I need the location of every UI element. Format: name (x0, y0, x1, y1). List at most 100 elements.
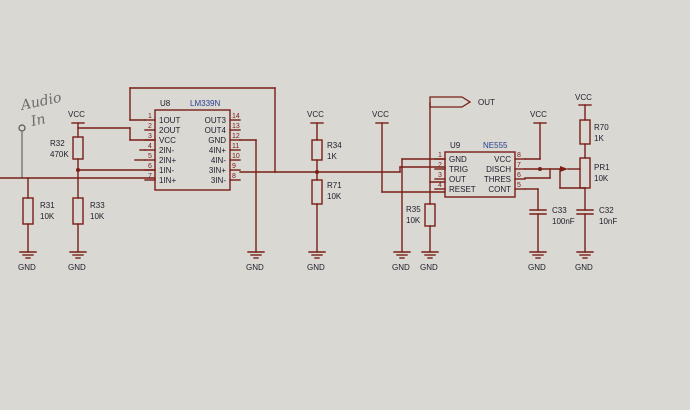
c32-value: 10nF (599, 217, 617, 226)
u8-pin-name: 1IN+ (159, 176, 176, 185)
out-port-flag (429, 96, 472, 108)
u9-pin-number: 5 (517, 182, 521, 189)
ground-c32 (576, 251, 594, 259)
u9-pin-5: 5 CONT (488, 182, 526, 194)
ground-r31 (19, 251, 37, 259)
u8-pin-name: GND (208, 136, 226, 145)
u9-pin-number: 6 (517, 172, 521, 179)
u8-pin-number: 8 (232, 173, 236, 180)
u8-pin-number: 11 (232, 143, 239, 150)
vcc-label-r34: VCC (307, 110, 324, 119)
u9-pin-6: 6 THRES (484, 172, 526, 184)
u9-pin-number: 8 (517, 152, 521, 159)
u8-pin-name: 1OUT (159, 116, 180, 125)
c33-value: 100nF (552, 217, 575, 226)
r31-ref: R31 (40, 201, 55, 210)
u8-pin-name: 3IN- (211, 176, 226, 185)
gnd-label-c32: GND (575, 263, 593, 272)
gnd-label-r33: GND (68, 263, 86, 272)
u8-pin-6: 6 1IN- (144, 163, 174, 175)
u9-pin-name: GND (449, 155, 467, 164)
r71-value: 10K (327, 192, 342, 201)
u8-pin-number: 9 (232, 163, 236, 170)
u8-pin-name: 3IN+ (209, 166, 226, 175)
u9-pin-name: CONT (488, 185, 511, 194)
r70-ref: R70 (594, 123, 609, 132)
capacitor-c33: C33 100nF (529, 206, 575, 253)
u8-pin-number: 6 (148, 163, 152, 170)
u8-pin-name: 4IN+ (209, 146, 226, 155)
u8-pin-number: 7 (148, 173, 152, 180)
pr1-value: 10K (594, 174, 609, 183)
u9-part: NE555 (483, 141, 508, 150)
u9-pin-name: RESET (449, 185, 476, 194)
c33-ref: C33 (552, 206, 567, 215)
u8-pin-2: 2 2OUT (144, 123, 180, 135)
u8-pin-number: 12 (232, 133, 240, 140)
u8-pin-name: 2IN+ (159, 156, 176, 165)
out-label: OUT (478, 98, 495, 107)
u9-pin-number: 2 (438, 162, 442, 169)
ground-c33 (529, 251, 547, 259)
u8-pin-number: 5 (148, 153, 152, 160)
u8-pin-name: 2IN- (159, 146, 174, 155)
resistor-r31: R31 10K (22, 177, 55, 253)
vcc-label-reset: VCC (372, 110, 389, 119)
vcc-label-r70: VCC (575, 93, 592, 102)
u9-pin-name: THRES (484, 175, 511, 184)
u8-part: LM339N (190, 99, 220, 108)
vcc-label-r32: VCC (68, 110, 85, 119)
u9-pin-name: DISCH (486, 165, 511, 174)
ground-u8 (247, 251, 265, 259)
u8-pin-9: 9 3IN+ (209, 163, 241, 175)
capacitor-c32: C32 10nF (576, 206, 617, 253)
r34-ref: R34 (327, 141, 342, 150)
u8-pin-number: 1 (148, 113, 152, 120)
u8-pin-number: 2 (148, 123, 152, 130)
u8-pin-name: 1IN- (159, 166, 174, 175)
gnd-label-r31: GND (18, 263, 36, 272)
resistor-r33: R33 10K (72, 197, 105, 253)
u8-pin-number: 4 (148, 143, 152, 150)
u8-pin-10: 10 4IN- (211, 153, 241, 165)
r33-ref: R33 (90, 201, 105, 210)
audio-in-label-line2: In (29, 111, 48, 130)
u8-pin-4: 4 2IN- (144, 143, 174, 155)
u8-pin-number: 13 (232, 123, 240, 130)
gnd-label-r71: GND (307, 263, 325, 272)
u8-pin-name: 2OUT (159, 126, 180, 135)
u8-pin-name: VCC (159, 136, 176, 145)
u8-pin-name: 4IN- (211, 156, 226, 165)
r35-ref: R35 (406, 205, 421, 214)
u9-pin-name: OUT (449, 175, 466, 184)
ground-u9 (393, 251, 411, 259)
u8-pin-5: 5 2IN+ (144, 153, 176, 165)
u8-pin-11: 11 4IN+ (209, 143, 241, 155)
r35-value: 10K (406, 216, 421, 225)
u8-ref: U8 (160, 99, 171, 108)
u8-pin-12: 12 GND (208, 133, 241, 145)
vcc-label-u9: VCC (530, 110, 547, 119)
u9-pin-4: 4 RESET (434, 182, 476, 194)
gnd-label-r35: GND (420, 263, 438, 272)
u9-pin-number: 4 (438, 182, 442, 189)
u8-pin-1: 1 1OUT (144, 113, 180, 125)
pr1-ref: PR1 (594, 163, 610, 172)
r71-ref: R71 (327, 181, 342, 190)
u8-pin-number: 10 (232, 153, 240, 160)
u8-pin-name: OUT3 (205, 116, 227, 125)
u9-pin-7: 7 DISCH (486, 162, 526, 174)
r34-value: 1K (327, 152, 337, 161)
resistor-r71: R71 10K (311, 179, 342, 253)
u9-pin-number: 7 (517, 162, 521, 169)
u9-pin-name: TRIG (449, 165, 468, 174)
ground-r71 (308, 251, 326, 259)
r31-value: 10K (40, 212, 55, 221)
